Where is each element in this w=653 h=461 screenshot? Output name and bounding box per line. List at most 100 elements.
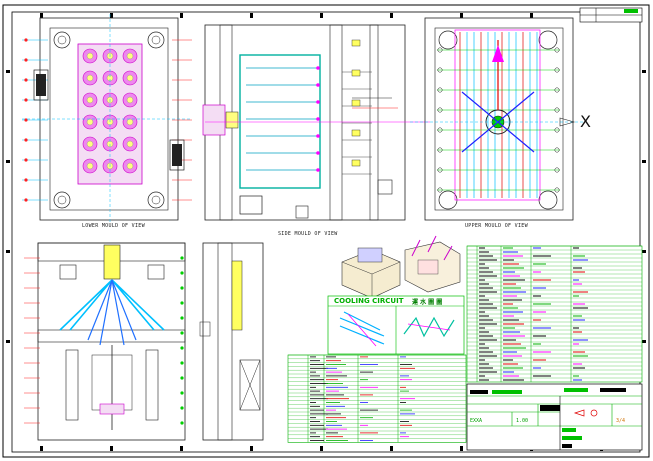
bom-cell <box>503 267 524 269</box>
bom-cell <box>573 339 588 341</box>
cavity-core <box>126 162 134 170</box>
bom-cell <box>479 311 485 313</box>
bom-cell <box>310 367 328 369</box>
bom-cell <box>310 364 324 365</box>
dim-dot <box>180 301 184 305</box>
dim-dot <box>24 118 28 122</box>
bom-cell <box>479 251 489 253</box>
bom-cell <box>400 398 415 400</box>
bom-cell <box>360 432 378 434</box>
bom-cell <box>503 275 520 277</box>
bom-cell <box>326 440 348 441</box>
bom-cell <box>503 311 523 313</box>
bom-cell <box>573 315 582 317</box>
cavity-core <box>86 96 94 104</box>
bom-cell <box>326 402 340 403</box>
bom-cell <box>503 283 516 285</box>
bom-cell <box>479 359 485 361</box>
dim-dot <box>180 271 184 275</box>
bom-cell <box>326 375 347 377</box>
bom-cell <box>503 295 517 297</box>
plug <box>554 67 560 73</box>
bom-cell <box>479 271 493 273</box>
bom-cell <box>310 383 328 384</box>
bom-cell <box>326 421 337 422</box>
bom-cell <box>573 363 582 365</box>
bom-cell <box>479 247 485 249</box>
bom-table-bottom <box>287 354 467 443</box>
bom-cell <box>533 375 551 377</box>
cavity-core <box>86 118 94 126</box>
bom-cell <box>326 386 348 388</box>
bom-cell <box>400 367 415 369</box>
bom-cell <box>326 360 341 362</box>
bom-cell <box>400 432 406 434</box>
cooling-circuit-title: COOLING CIRCUIT <box>334 297 404 305</box>
dim-dot <box>24 98 28 102</box>
bom-cell <box>503 327 515 329</box>
bom-cell <box>400 409 412 411</box>
bom-cell <box>479 375 485 377</box>
bom-cell <box>533 351 551 353</box>
bom-cell <box>503 355 522 357</box>
dim-dot <box>180 331 184 335</box>
cavity-core <box>86 74 94 82</box>
plug <box>437 127 443 133</box>
plug <box>437 167 443 173</box>
plug <box>554 167 560 173</box>
plug <box>437 107 443 113</box>
bom-cell <box>503 375 519 377</box>
bom-cell <box>400 364 412 365</box>
plug <box>437 187 443 193</box>
bom-cell <box>573 319 585 321</box>
cooling-circuit-panel <box>327 295 465 355</box>
bom-cell <box>479 295 485 297</box>
bom-cell <box>310 421 320 422</box>
bom-cell <box>310 417 316 419</box>
bom-cell <box>310 405 320 407</box>
bom-cell <box>479 255 493 257</box>
bom-cell <box>503 339 516 341</box>
bom-cell <box>360 424 368 426</box>
bom-cell <box>400 424 412 426</box>
bom-cell <box>479 371 497 373</box>
bom-cell <box>573 307 588 309</box>
bom-cell <box>326 379 338 381</box>
bom-cell <box>326 436 343 438</box>
bom-cell <box>400 413 415 415</box>
dim-dot <box>180 316 184 320</box>
bom-cell <box>400 436 409 438</box>
bom-cell <box>326 364 346 365</box>
bom-cell <box>360 440 373 441</box>
bom-cell <box>310 409 324 411</box>
bom-cell <box>360 386 378 388</box>
bom-cell <box>326 405 345 407</box>
drawing-frame <box>11 11 641 453</box>
bom-cell <box>573 255 585 257</box>
bom-cell <box>479 343 485 345</box>
bom-cell <box>479 347 489 349</box>
bom-cell <box>479 291 497 293</box>
title-block-sheet: 3/4 <box>616 418 626 424</box>
bom-cell <box>479 259 497 261</box>
bom-cell <box>310 424 324 426</box>
bom-cell <box>326 398 349 400</box>
bom-cell <box>503 335 525 337</box>
cavity-core <box>86 140 94 148</box>
bom-cell <box>479 355 497 357</box>
bom-cell <box>310 356 316 358</box>
rod-end <box>316 134 320 138</box>
bom-cell <box>573 343 579 345</box>
plug <box>554 87 560 93</box>
bom-cell <box>533 263 546 265</box>
bom-cell <box>310 398 328 400</box>
bom-cell <box>573 291 588 293</box>
bom-cell <box>503 343 521 345</box>
section-view <box>24 242 186 441</box>
bom-cell <box>400 356 406 358</box>
bom-cell <box>310 432 316 434</box>
plug <box>437 67 443 73</box>
bom-cell <box>533 327 551 329</box>
bom-cell <box>533 311 546 313</box>
